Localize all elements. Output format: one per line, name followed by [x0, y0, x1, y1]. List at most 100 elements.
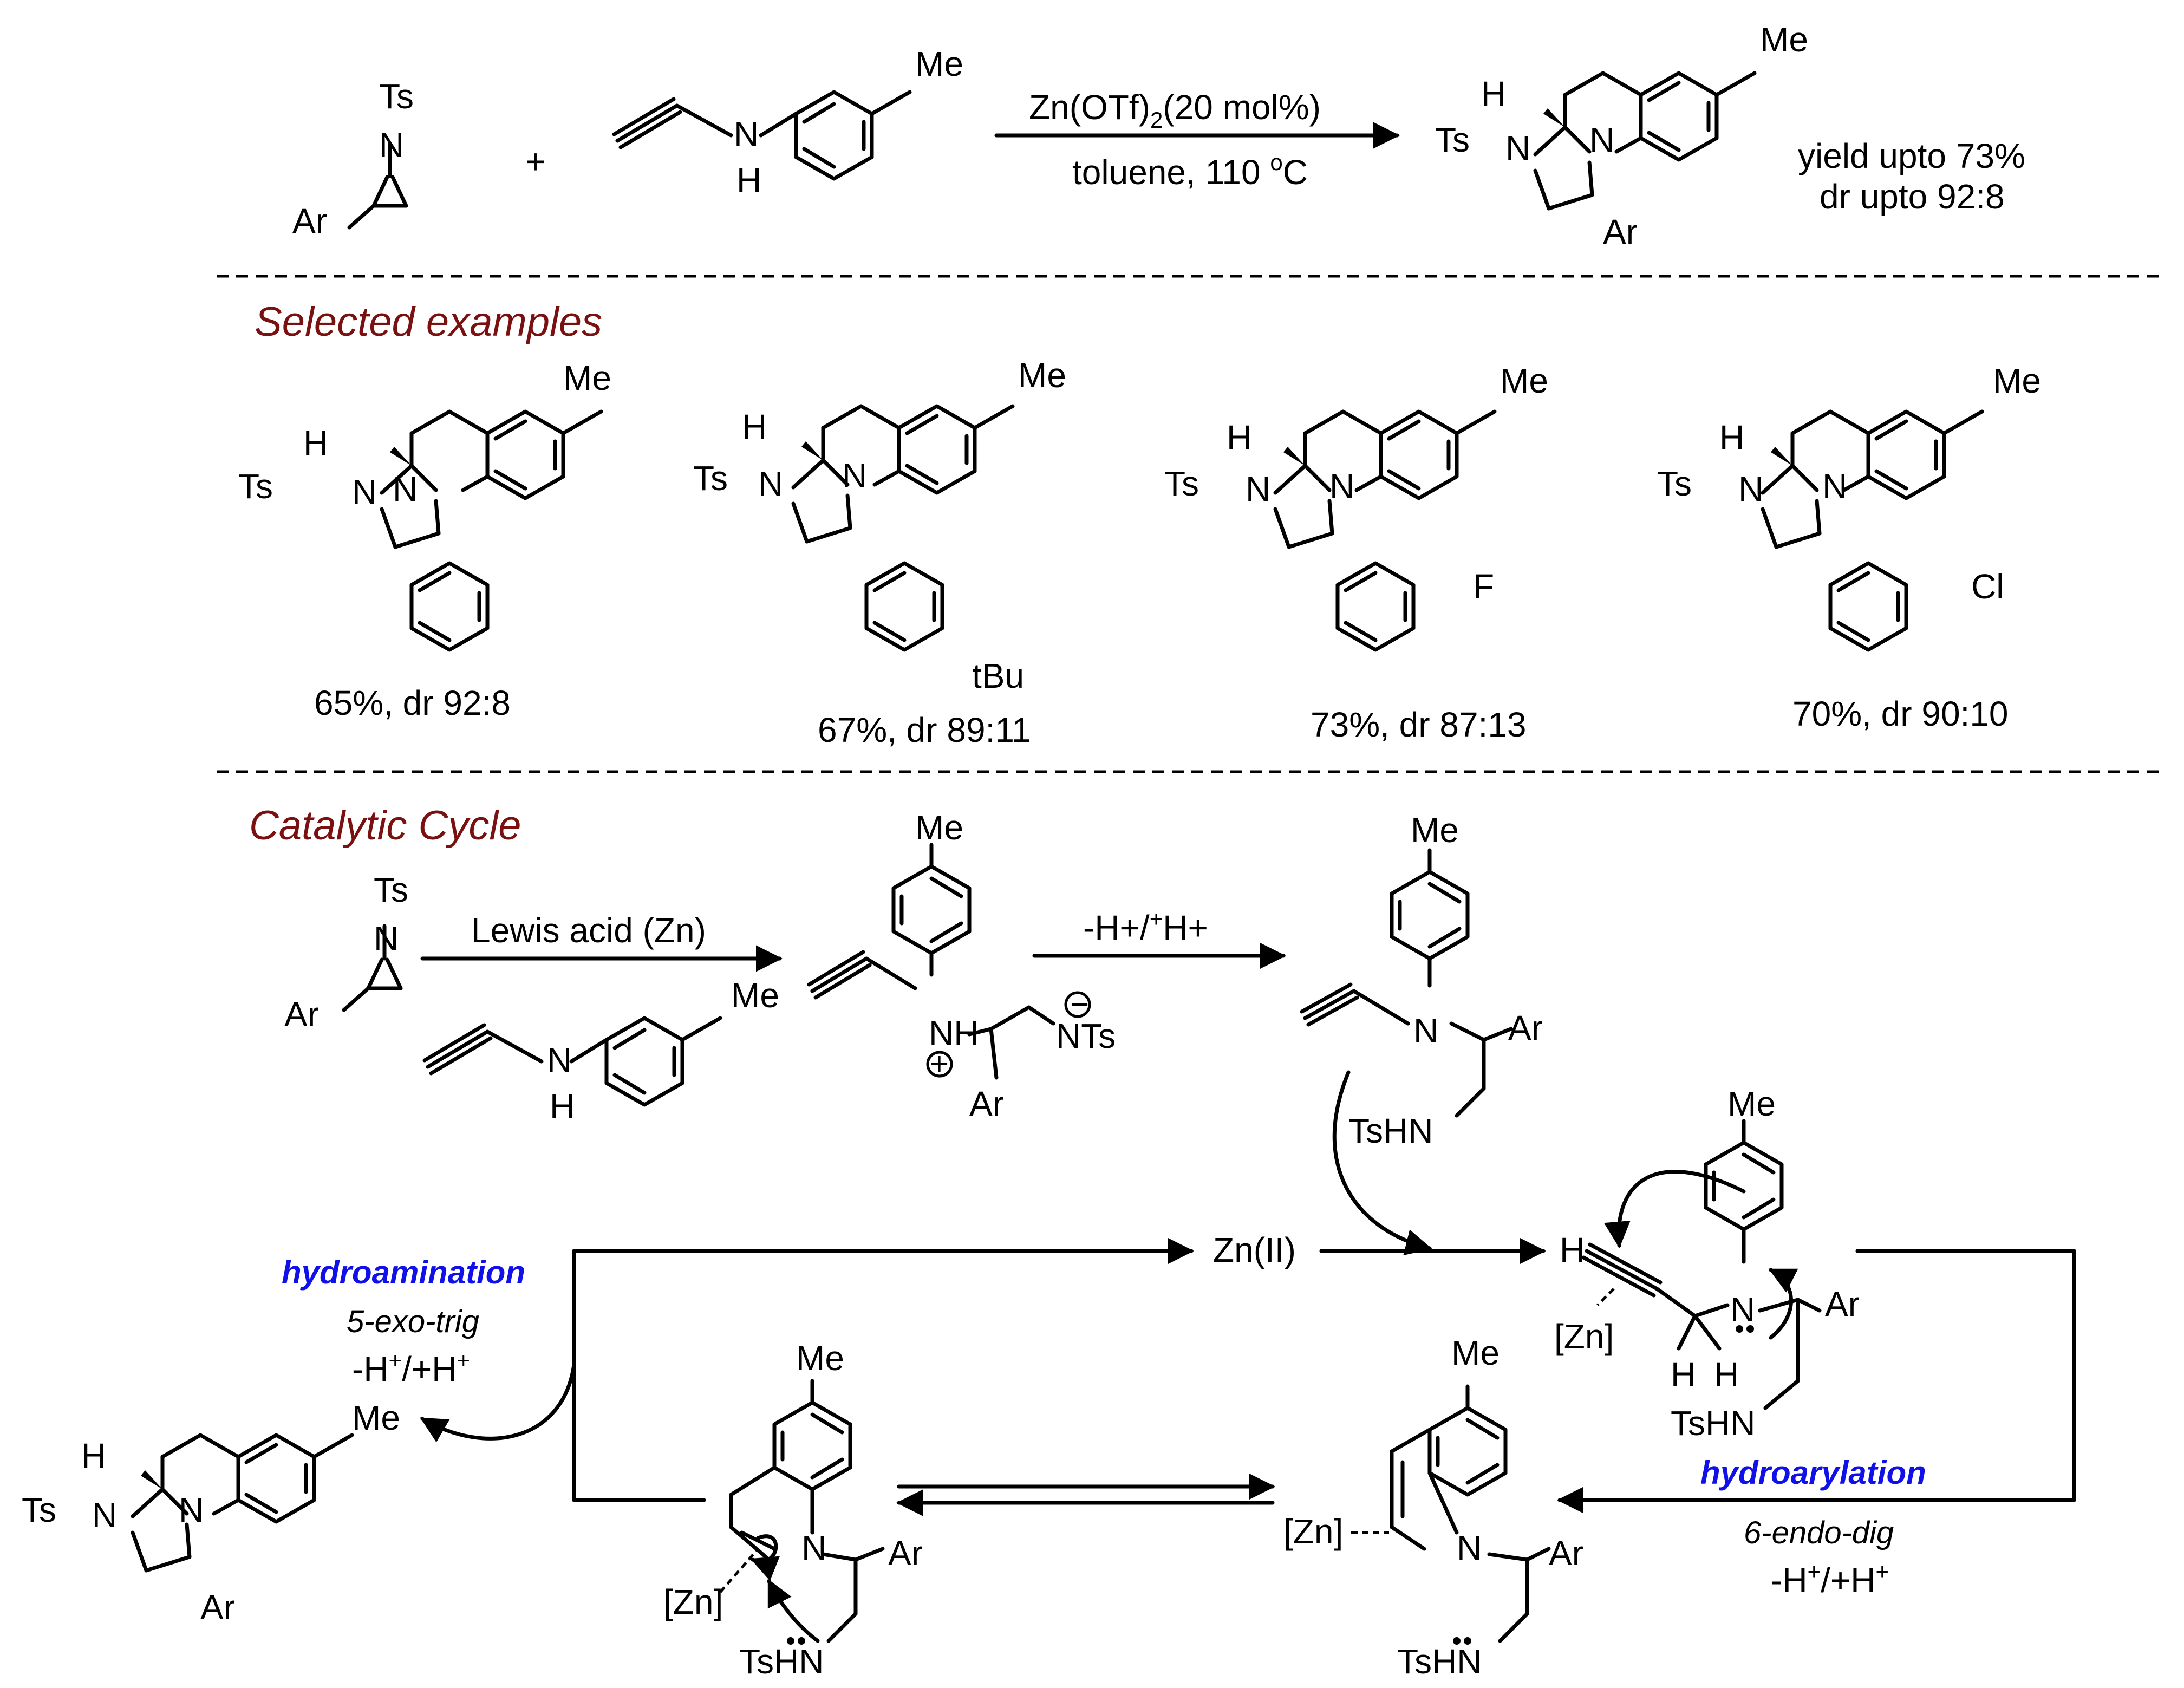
me-label: Me — [915, 44, 963, 83]
svg-text:Ar: Ar — [1825, 1285, 1860, 1324]
svg-text:[Zn]: [Zn] — [1554, 1317, 1614, 1356]
product-cycle: H Ts N N Ar Me — [22, 1398, 400, 1627]
svg-text:Me: Me — [1500, 361, 1548, 400]
svg-text:Me: Me — [563, 359, 611, 397]
proton-label-left: -H+/+H+ — [352, 1347, 470, 1389]
plus-sign: + — [525, 142, 545, 181]
svg-text:N: N — [1457, 1528, 1482, 1567]
svg-text:N: N — [352, 472, 377, 511]
svg-text:N: N — [1730, 1290, 1755, 1329]
svg-text:Ar: Ar — [969, 1084, 1004, 1123]
amine-intermediate: N Ar TsHN Me — [1300, 811, 1543, 1150]
svg-text:[Zn]: [Zn] — [1283, 1512, 1343, 1551]
hydroamination-label: hydroamination — [282, 1254, 525, 1291]
svg-text:N: N — [842, 456, 867, 495]
svg-text:Ar: Ar — [1603, 212, 1638, 251]
svg-text:H: H — [1560, 1230, 1585, 1269]
svg-text:Ts: Ts — [1164, 464, 1199, 503]
svg-text:TsHN: TsHN — [1397, 1642, 1482, 1681]
yield-text: yield upto 73% — [1798, 136, 2025, 175]
zn-dihydroquinoline-left: [Zn] N Ar TsHN Me — [663, 1339, 923, 1681]
svg-text:NTs: NTs — [1056, 1016, 1116, 1055]
svg-text:Me: Me — [1727, 1084, 1776, 1123]
proton-shuttle-label: -H+/+H+ — [1083, 906, 1208, 947]
svg-text:H: H — [550, 1087, 575, 1126]
svg-text:N: N — [92, 1496, 117, 1535]
svg-text:H: H — [742, 407, 767, 446]
svg-text:Ts: Ts — [1435, 120, 1470, 159]
example-2-result: 67%, dr 89:11 — [818, 711, 1031, 750]
svg-text:Me: Me — [1411, 811, 1459, 850]
svg-text:N: N — [1505, 128, 1530, 167]
svg-text:Me: Me — [731, 976, 779, 1015]
product-top: H Ts N N Ar Me — [1435, 20, 1808, 251]
svg-text:N: N — [801, 1528, 826, 1567]
svg-text:Ts: Ts — [1657, 464, 1692, 503]
svg-text:−: − — [1070, 986, 1089, 1022]
ts-label: Ts — [379, 77, 414, 116]
svg-text:Cl: Cl — [1971, 567, 2004, 606]
curved-arrow-to-zn — [1332, 1070, 1432, 1256]
n-label: N — [379, 126, 404, 165]
svg-text:Ar: Ar — [1508, 1008, 1543, 1047]
svg-text:N: N — [1329, 467, 1354, 506]
hydroamination-arrow — [420, 1363, 576, 1443]
svg-text:Me: Me — [352, 1398, 400, 1437]
svg-text:H: H — [1227, 418, 1251, 457]
svg-text:Ts: Ts — [22, 1490, 56, 1529]
svg-text:N: N — [1822, 467, 1847, 506]
example-4: H Ts N N Me Cl 70%, dr 90:10 — [1657, 361, 2041, 733]
ring-opened-intermediate: NH + − NTs Ar Me — [807, 808, 1116, 1123]
cycle-aziridine: Ts N Ar — [284, 870, 408, 1034]
svg-text:+: + — [930, 1046, 949, 1082]
svg-text:[Zn]: [Zn] — [663, 1582, 723, 1621]
svg-text:N: N — [1589, 120, 1614, 159]
svg-text:N: N — [758, 464, 783, 503]
svg-text:Me: Me — [1760, 20, 1808, 59]
example-1: H Ts N N Me 65%, dr 92:8 — [238, 359, 611, 722]
propargyl-aniline: N H Me — [614, 44, 963, 200]
svg-text:F: F — [1473, 567, 1494, 606]
svg-text:N: N — [1738, 470, 1763, 509]
svg-text:H: H — [1481, 74, 1506, 113]
lewis-acid-label: Lewis acid (Zn) — [471, 911, 706, 950]
svg-text:N: N — [1413, 1011, 1438, 1050]
svg-text:Me: Me — [796, 1339, 844, 1378]
svg-text:H: H — [81, 1436, 106, 1475]
svg-text:N: N — [374, 919, 399, 958]
hydroarylation-label: hydroarylation — [1700, 1455, 1926, 1491]
svg-text:N: N — [547, 1041, 572, 1080]
svg-text:H: H — [1714, 1355, 1739, 1394]
svg-text:Me: Me — [1451, 1333, 1500, 1372]
svg-text:N: N — [179, 1490, 204, 1529]
zn-dihydroquinoline-right: [Zn] N Ar TsHN Me — [1283, 1333, 1583, 1681]
svg-text:Me: Me — [915, 808, 963, 847]
svg-text:H: H — [1719, 418, 1744, 457]
h-label: H — [736, 161, 761, 200]
svg-text:N: N — [393, 470, 418, 509]
example-2: H Ts N N Me tBu 67%, dr 89:11 — [693, 356, 1066, 750]
examples-title: Selected examples — [255, 299, 602, 345]
svg-text:H: H — [1671, 1355, 1696, 1394]
svg-text:Ts: Ts — [374, 870, 408, 909]
svg-text:tBu: tBu — [972, 656, 1024, 695]
svg-text:NH: NH — [929, 1014, 979, 1053]
dr-text: dr upto 92:8 — [1820, 177, 2005, 216]
svg-text:Ar: Ar — [284, 995, 319, 1034]
svg-text:Ts: Ts — [693, 459, 728, 498]
example-4-result: 70%, dr 90:10 — [1792, 694, 2009, 733]
cycle-title: Catalytic Cycle — [249, 803, 521, 849]
svg-text:Ts: Ts — [238, 467, 273, 506]
nh-label: N — [734, 115, 759, 154]
svg-text:Ar: Ar — [888, 1534, 923, 1573]
reagent: Zn(OTf)2(20 mol%) — [1029, 88, 1321, 133]
zn-alkyne-complex: H [Zn] N H H Ar TsHN Me — [1554, 1084, 1860, 1443]
svg-text:TsHN: TsHN — [1671, 1404, 1755, 1443]
svg-text:Ar: Ar — [200, 1588, 235, 1627]
example-3-result: 73%, dr 87:13 — [1311, 705, 1527, 744]
svg-text:TsHN: TsHN — [1348, 1111, 1433, 1150]
example-3: H Ts N N Me F 73%, dr 87:13 — [1164, 361, 1548, 744]
svg-text:H: H — [303, 423, 328, 462]
endo-dig-label: 6-endo-dig — [1744, 1515, 1894, 1550]
